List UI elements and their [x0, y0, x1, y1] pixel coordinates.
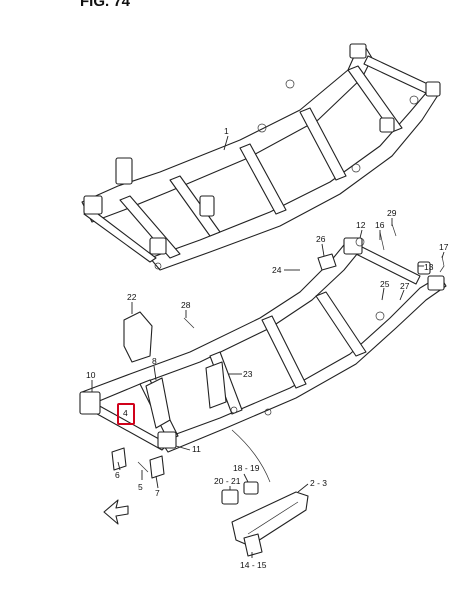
callout-13: 13 [424, 262, 434, 272]
callout-4: 4 [123, 408, 128, 418]
callout-18-19: 18 - 19 [233, 463, 260, 473]
callout-16: 16 [375, 220, 385, 230]
lower-chassis-frame [79, 237, 447, 453]
callout-5: 5 [138, 482, 143, 492]
callout-12: 12 [356, 220, 366, 230]
callout-labels: 1 12 16 29 26 17 24 13 25 27 22 28 8 23 … [86, 126, 449, 570]
callout-22: 22 [127, 292, 137, 302]
callout-26: 26 [316, 234, 326, 244]
callout-20-21: 20 - 21 [214, 476, 241, 486]
callout-24: 24 [272, 265, 282, 275]
callout-25: 25 [380, 279, 390, 289]
figure-title: FIG. 74 [80, 0, 131, 10]
callout-6: 6 [115, 470, 120, 480]
callout-8: 8 [152, 356, 157, 366]
leader-lines [91, 135, 445, 558]
callout-27: 27 [400, 281, 410, 291]
callout-14-15: 14 - 15 [240, 560, 267, 570]
callout-23: 23 [243, 369, 253, 379]
callout-17: 17 [439, 242, 449, 252]
callout-28: 28 [181, 300, 191, 310]
upper-chassis-frame [81, 43, 441, 271]
callout-10: 10 [86, 370, 96, 380]
highlight-box [117, 403, 135, 425]
callout-1: 1 [224, 126, 229, 136]
loose-parts [103, 223, 445, 557]
callout-2-3: 2 - 3 [310, 478, 327, 488]
callout-11: 11 [192, 444, 201, 454]
callout-7: 7 [155, 488, 160, 498]
callout-29: 29 [387, 208, 397, 218]
